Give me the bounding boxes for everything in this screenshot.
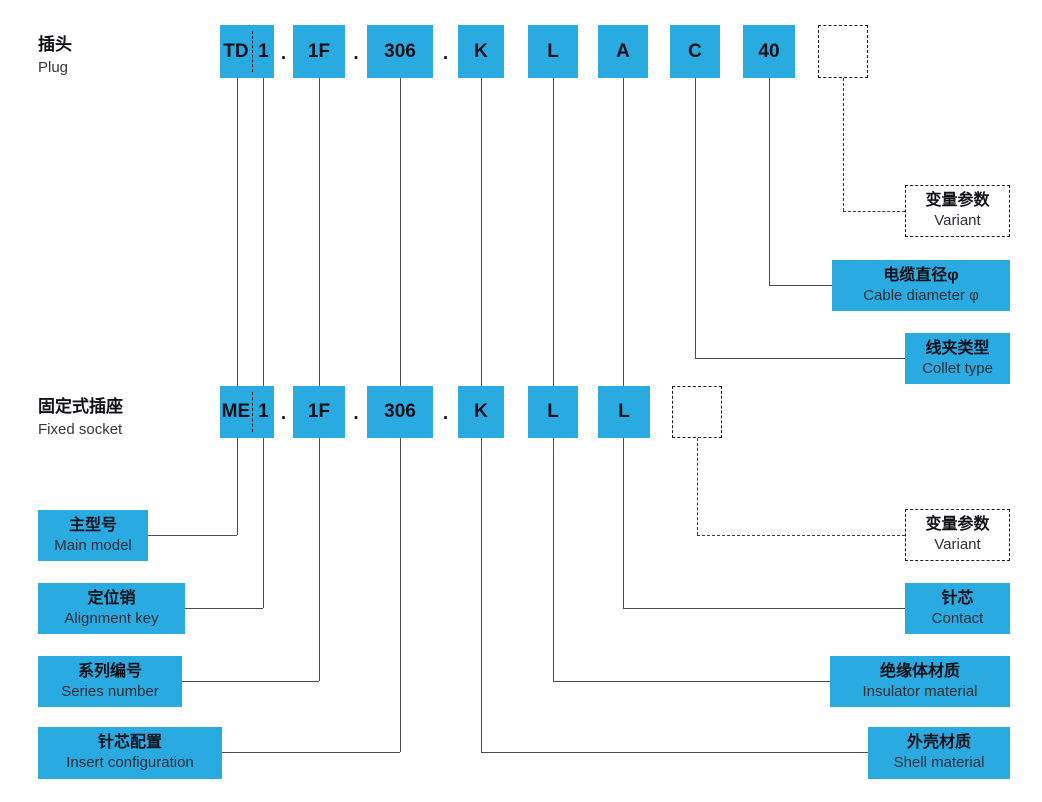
cable-diameter-callout: 电缆直径φ Cable diameter φ <box>832 260 1010 311</box>
fixed-socket-row-label: 固定式插座 Fixed socket <box>38 392 123 438</box>
alignment-key-label-en: Alignment key <box>64 609 159 627</box>
insert-configuration-callout: 针芯配置 Insert configuration <box>38 727 222 779</box>
connector-line <box>481 438 482 752</box>
series-number-label-zh: 系列编号 <box>77 662 142 680</box>
alignment-key-callout: 定位销 Alignment key <box>38 583 185 634</box>
plug-label-en: Plug <box>38 59 69 76</box>
connector-line <box>695 78 696 358</box>
variant-top-label-en: Variant <box>934 212 981 230</box>
connector-line <box>319 438 320 681</box>
variant-connector-line <box>843 211 905 212</box>
plug-key-divider <box>251 31 253 72</box>
main-model-label-en: Main model <box>54 536 132 554</box>
connector-line <box>263 438 264 608</box>
socket-series-box: 1F <box>293 386 345 438</box>
socket-contact-box: L <box>598 386 650 438</box>
series-number-callout: 系列编号 Series number <box>38 656 182 707</box>
plug-code-separator: . <box>280 43 287 64</box>
shell-material-callout: 外壳材质 Shell material <box>868 727 1010 779</box>
alignment-key-label-zh: 定位销 <box>87 589 136 607</box>
main-model-callout: 主型号 Main model <box>38 510 148 561</box>
variant-connector-line <box>843 78 844 211</box>
connector-line <box>623 78 624 386</box>
connector-line <box>481 752 868 753</box>
insulator-material-label-zh: 绝缘体材质 <box>879 662 960 680</box>
connector-line <box>400 438 401 752</box>
variant-connector-line <box>697 438 698 535</box>
connector-line <box>263 78 264 386</box>
socket-insert-box: 306 <box>367 386 433 438</box>
shell-material-label-en: Shell material <box>893 754 985 772</box>
connector-line <box>553 438 554 681</box>
connector-line <box>769 285 832 286</box>
collet-type-label-zh: 线夹类型 <box>925 339 990 357</box>
fixed-socket-label-zh: 固定式插座 <box>38 397 123 416</box>
fixed-socket-label-en: Fixed socket <box>38 421 123 438</box>
socket-code-key: 1 <box>258 401 269 422</box>
plug-insert-box: 306 <box>367 25 433 78</box>
variant-bottom-label-en: Variant <box>934 536 981 554</box>
socket-code-separator: . <box>353 403 359 424</box>
socket-key-divider <box>251 392 253 432</box>
contact-label-zh: 针芯 <box>941 589 974 607</box>
collet-type-callout: 线夹类型 Collet type <box>905 333 1010 384</box>
connector-line <box>623 608 905 609</box>
insulator-material-label-en: Insulator material <box>862 682 978 700</box>
plug-series-box: 1F <box>293 25 345 78</box>
plug-code-separator: . <box>442 43 449 64</box>
plug-code-prefix: TD <box>223 40 249 62</box>
connector-line <box>319 78 320 386</box>
plug-shell-box: K <box>458 25 504 78</box>
plug-cable-box: 40 <box>743 25 795 78</box>
connector-line <box>481 78 482 386</box>
connector-line <box>553 681 830 682</box>
plug-contact-box: A <box>598 25 648 78</box>
connector-line <box>623 438 624 608</box>
main-model-label-zh: 主型号 <box>68 516 117 534</box>
socket-shell-box: K <box>458 386 504 438</box>
socket-variant-box <box>672 386 722 438</box>
socket-code-prefix: ME <box>221 401 251 422</box>
insulator-material-callout: 绝缘体材质 Insulator material <box>830 656 1010 707</box>
plug-code-separator: . <box>353 43 359 64</box>
variant-connector-line <box>697 535 905 536</box>
connector-line <box>400 78 401 386</box>
connector-line <box>769 78 770 285</box>
cable-diameter-label-zh: 电缆直径φ <box>883 266 959 284</box>
insert-configuration-label-en: Insert configuration <box>66 754 194 772</box>
insert-configuration-label-zh: 针芯配置 <box>97 734 162 752</box>
variant-top-callout: 变量参数 Variant <box>905 185 1010 237</box>
contact-callout: 针芯 Contact <box>905 583 1010 634</box>
shell-material-label-zh: 外壳材质 <box>906 734 971 752</box>
connector-line <box>237 78 238 386</box>
series-number-label-en: Series number <box>61 682 159 700</box>
plug-insulator-box: L <box>528 25 578 78</box>
connector-line <box>695 358 905 359</box>
plug-label-zh: 插头 <box>38 35 72 54</box>
socket-code-separator: . <box>442 403 449 424</box>
plug-code-key: 1 <box>258 40 269 62</box>
contact-label-en: Contact <box>931 609 984 627</box>
connector-line <box>237 438 238 535</box>
variant-top-label-zh: 变量参数 <box>925 192 990 210</box>
plug-main-model-box: TD 1 <box>220 25 274 78</box>
socket-insulator-box: L <box>528 386 578 438</box>
connector-line <box>182 681 319 682</box>
socket-main-model-box: ME 1 <box>220 386 274 438</box>
variant-bottom-callout: 变量参数 Variant <box>905 509 1010 561</box>
socket-code-separator: . <box>280 403 287 424</box>
collet-type-label-en: Collet type <box>922 359 993 377</box>
plug-collet-box: C <box>670 25 720 78</box>
plug-row-label: 插头 Plug <box>38 30 72 76</box>
plug-variant-box <box>818 25 868 78</box>
variant-bottom-label-zh: 变量参数 <box>925 516 990 534</box>
connector-line <box>553 78 554 386</box>
cable-diameter-label-en: Cable diameter φ <box>863 286 979 304</box>
connector-line <box>185 608 263 609</box>
connector-line <box>148 535 237 536</box>
connector-line <box>222 752 400 753</box>
